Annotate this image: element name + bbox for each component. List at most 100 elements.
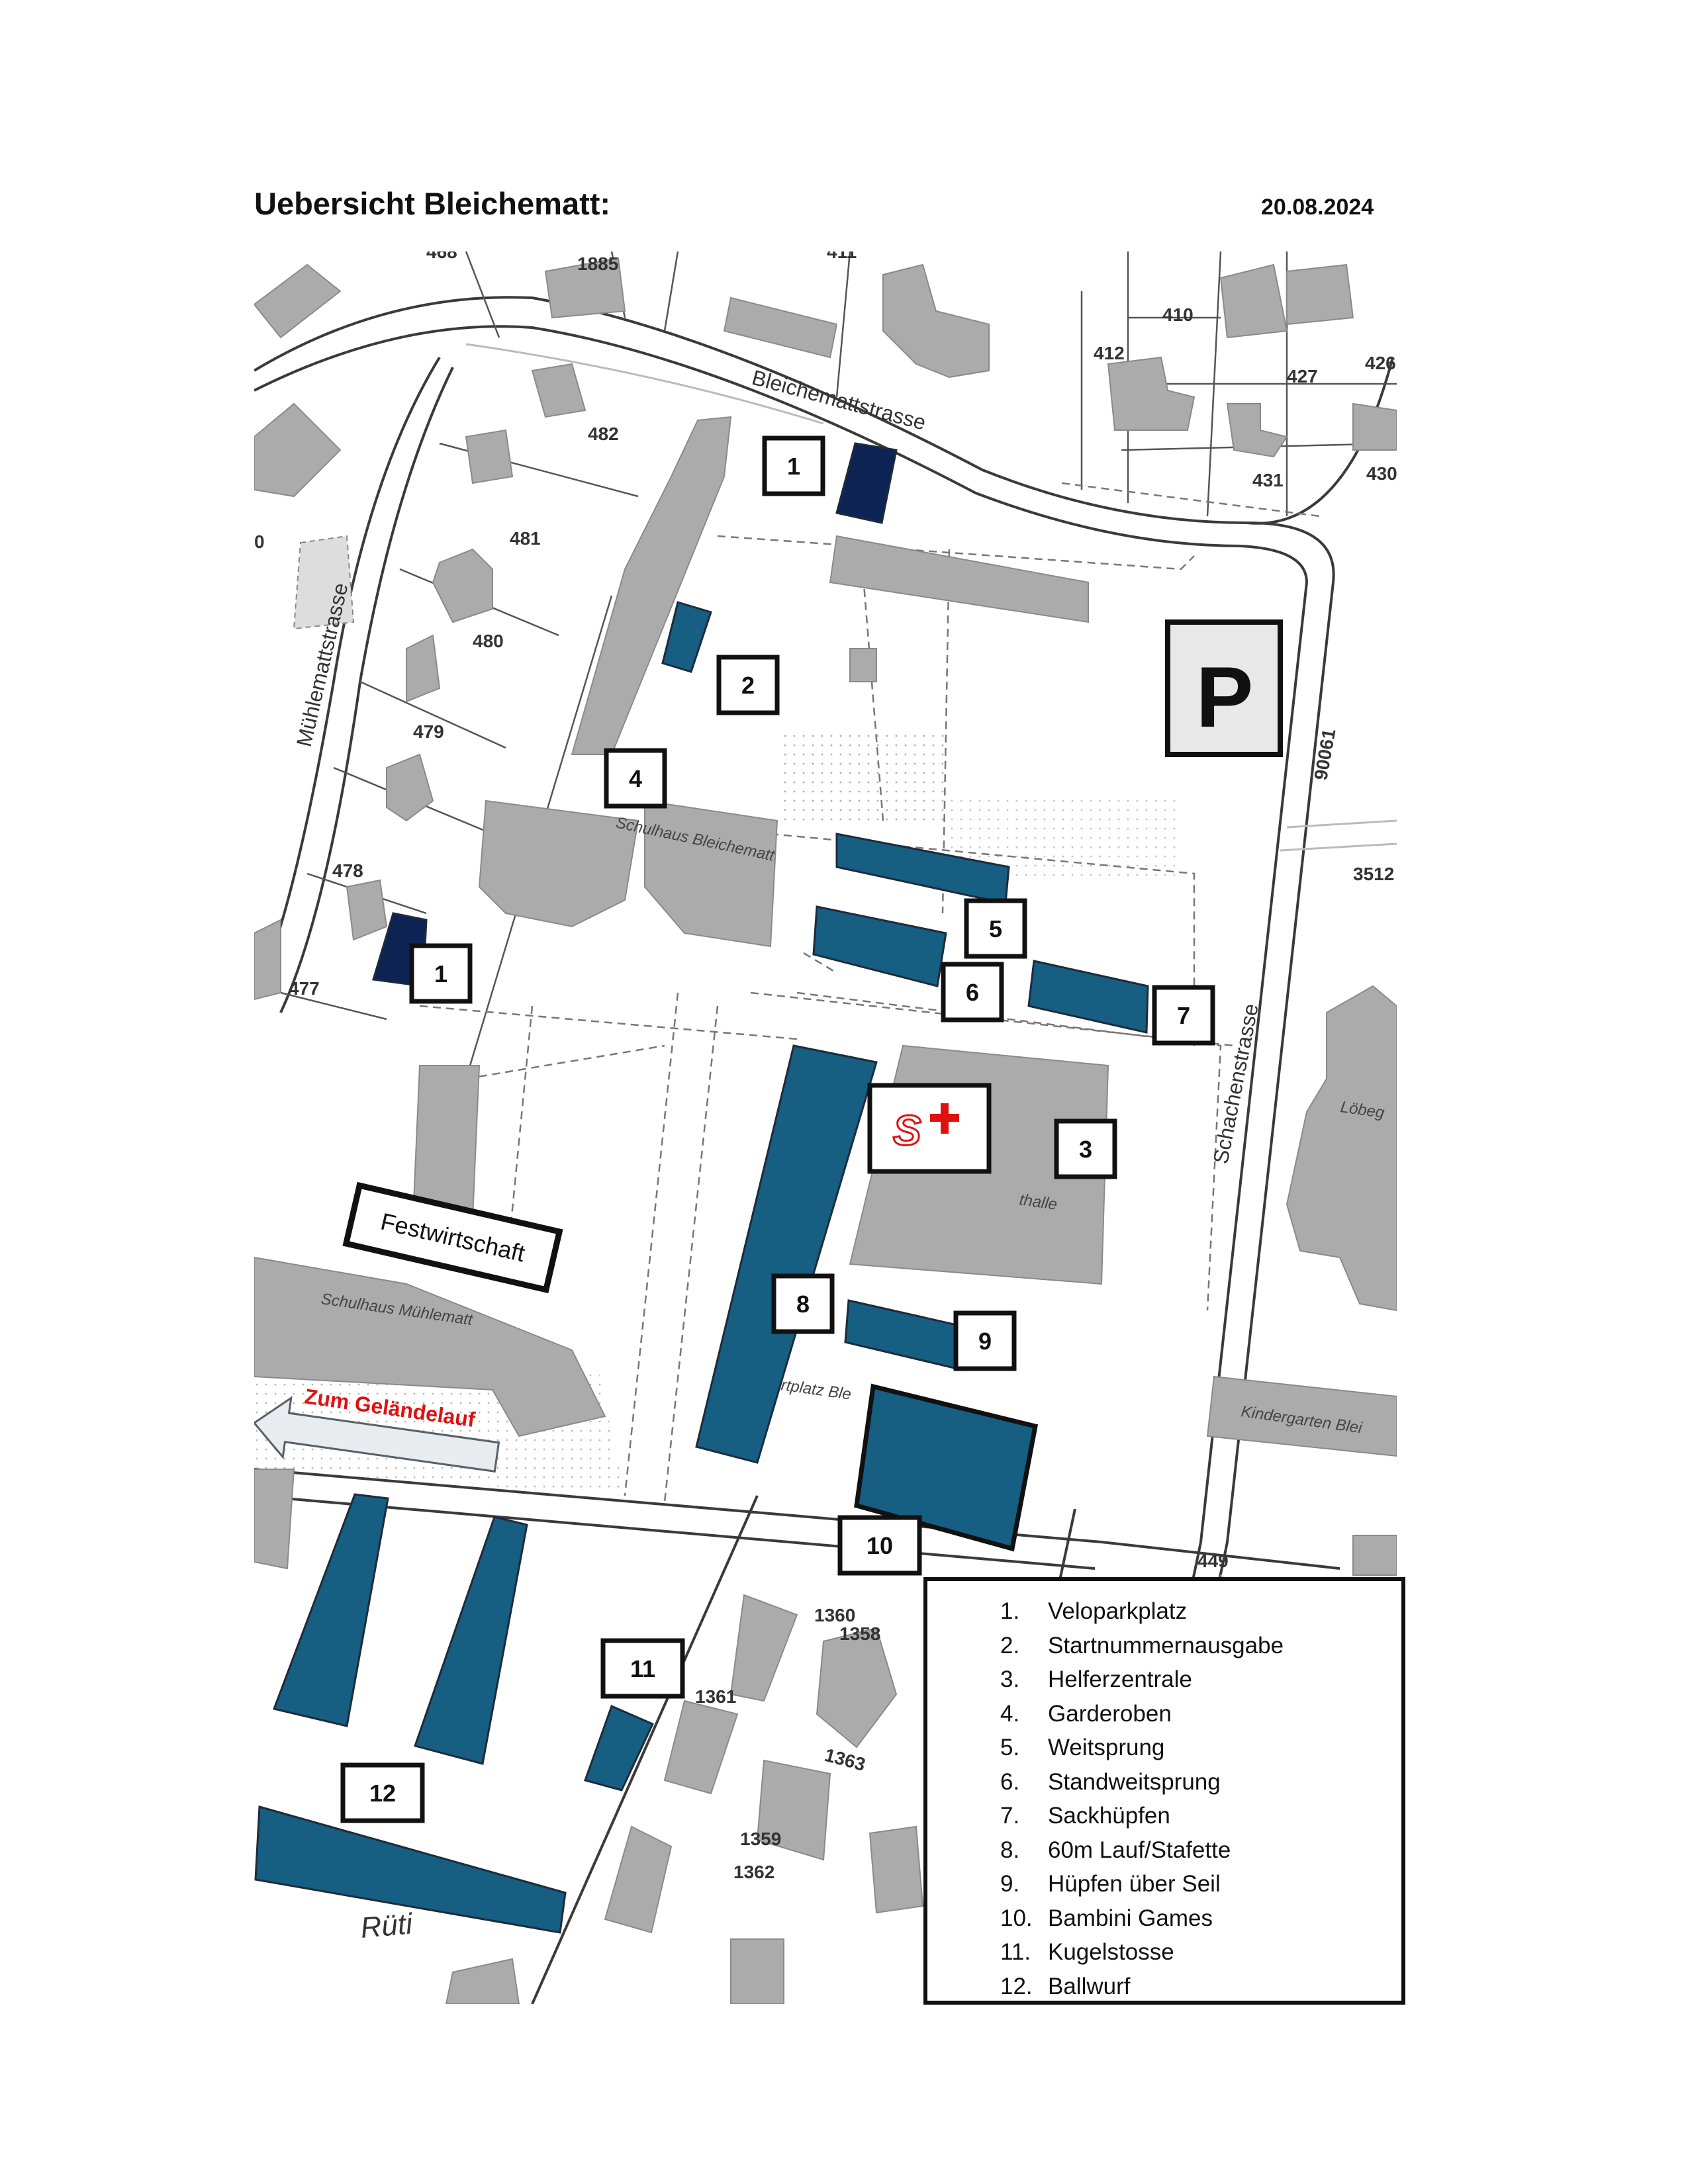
marker-box: [604, 748, 667, 809]
legend-item-label: Veloparkplatz: [1048, 1598, 1188, 1624]
zone-10-bambini-games[interactable]: [854, 1383, 1039, 1552]
legend-item: 1. Veloparkplatz: [1000, 1594, 1401, 1629]
svg-text:1360: 1360: [814, 1605, 855, 1625]
legend-item: 12. Ballwurf: [1000, 1970, 1401, 2004]
legend-item: 9.Hüpfen über Seil: [1000, 1867, 1401, 1901]
svg-text:1361: 1361: [695, 1686, 736, 1707]
legend-item: 8. 60m Lauf/Stafette: [1000, 1833, 1401, 1868]
marker-1[interactable]: 1: [409, 943, 473, 1004]
marker-label: 9: [978, 1328, 992, 1355]
zone-2-startnummernausgabe[interactable]: [661, 601, 712, 673]
festwirtschaft-sign[interactable]: Festwirtschaft: [342, 1181, 563, 1294]
svg-text:468: 468: [426, 251, 457, 262]
marker-box: [837, 1515, 922, 1576]
legend-item-number: 8.: [1000, 1837, 1020, 1863]
legend-item-number: 1.: [1000, 1598, 1020, 1624]
svg-text:482: 482: [588, 424, 619, 444]
svg-text:481: 481: [510, 528, 541, 549]
marker-8[interactable]: 8: [771, 1273, 835, 1334]
marker-label: 7: [1177, 1002, 1190, 1029]
svg-text:412: 412: [1094, 343, 1125, 363]
zone-12-ballwurf-a[interactable]: [272, 1493, 389, 1727]
legend-item-label: Hüpfen über Seil: [1048, 1871, 1221, 1897]
legend-item-label: 60m Lauf/Stafette: [1048, 1837, 1231, 1863]
svg-text:477: 477: [289, 978, 320, 999]
svg-text:410: 410: [1162, 304, 1194, 325]
svg-text:478: 478: [332, 860, 363, 881]
marker-label: 8: [796, 1291, 810, 1318]
marker-label: 5: [989, 915, 1002, 942]
legend-item-label: Bambini Games: [1048, 1905, 1213, 1931]
svg-text:427: 427: [1287, 366, 1318, 387]
legend-item-label: Startnummernausgabe: [1048, 1632, 1284, 1659]
zone-12-ballwurf-c[interactable]: [254, 1805, 567, 1934]
legend-item: 6. Standweitsprung: [1000, 1765, 1401, 1799]
marker-label: 3: [1079, 1136, 1092, 1163]
legend-item: 7. Sackhüpfen: [1000, 1799, 1401, 1833]
parking-label: P: [1196, 649, 1254, 745]
marker-box: [1054, 1118, 1117, 1179]
svg-text:480: 480: [473, 631, 504, 651]
marker-label: 12: [369, 1780, 396, 1807]
legend-item-label: Sackhüpfen: [1048, 1803, 1170, 1829]
zone-11-kugelstosse[interactable]: [584, 1704, 655, 1792]
legend-item-number: 12.: [1000, 1973, 1033, 1999]
marker-12[interactable]: 12: [340, 1762, 425, 1823]
marker-label: 4: [629, 765, 642, 792]
marker-3[interactable]: 3: [1054, 1118, 1117, 1179]
marker-7[interactable]: 7: [1152, 985, 1215, 1046]
marker-box: [771, 1273, 835, 1334]
marker-9[interactable]: 9: [953, 1310, 1017, 1371]
marker-box: [762, 435, 825, 496]
svg-text:431: 431: [1252, 470, 1284, 490]
svg-text:430: 430: [1366, 463, 1397, 484]
marker-4[interactable]: 4: [604, 748, 667, 809]
marker-1[interactable]: 1: [762, 435, 825, 496]
zone-1-veloparkplatz-north[interactable]: [835, 442, 898, 524]
marker-6[interactable]: 6: [941, 962, 1004, 1023]
zone-12-ballwurf-b[interactable]: [414, 1516, 528, 1765]
legend-item: 10. Bambini Games: [1000, 1901, 1401, 1936]
parcel-numbers: 468 1885 411 410 412 427 426 431 430 482…: [254, 251, 1397, 1882]
legend-item-number: 6.: [1000, 1768, 1020, 1795]
street-rueti: Rüti: [359, 1907, 414, 1944]
legend-item-number: 10.: [1000, 1905, 1033, 1931]
legend-item-label: Kugelstosse: [1048, 1939, 1174, 1965]
dotted-area: [784, 728, 949, 827]
marker-label: 11: [630, 1655, 655, 1682]
legend-item-number: 7.: [1000, 1803, 1020, 1829]
legend-item-number: 11.: [1000, 1939, 1031, 1965]
site-map[interactable]: P Bleichemattstrasse Mühlemattstrasse Sc…: [254, 251, 1397, 2004]
legend-item-label: Standweitsprung: [1048, 1768, 1221, 1795]
svg-text:411: 411: [827, 251, 857, 262]
arrow-left-icon: [254, 1396, 500, 1473]
marker-5[interactable]: 5: [964, 898, 1027, 959]
zone-6-standweitsprung[interactable]: [812, 905, 947, 987]
s-logo-icon: S: [893, 1107, 921, 1154]
marker-box: [1152, 985, 1215, 1046]
legend-item-number: 2.: [1000, 1632, 1020, 1659]
marker-label: 1: [787, 453, 800, 480]
parking-area: [1165, 619, 1283, 757]
svg-text:449: 449: [1197, 1551, 1229, 1571]
svg-text:479: 479: [413, 721, 444, 742]
legend-item: 2. Startnummernausgabe: [1000, 1629, 1401, 1663]
zone-7-sackhuepfen[interactable]: [1027, 960, 1149, 1034]
marker-2[interactable]: 2: [716, 655, 780, 715]
marker-10[interactable]: 10: [837, 1515, 922, 1576]
svg-text:3512: 3512: [1353, 864, 1394, 884]
svg-text:1362: 1362: [733, 1862, 774, 1882]
light-area: [293, 535, 355, 630]
samariter-logo: S: [867, 1083, 992, 1174]
zone-8-60m-lauf[interactable]: [695, 1044, 878, 1464]
marker-label: 2: [741, 672, 755, 699]
page-date: 20.08.2024: [1261, 195, 1374, 220]
svg-text:1359: 1359: [740, 1829, 781, 1849]
event-zones[interactable]: [254, 442, 1149, 1934]
legend-item-label: Ballwurf: [1048, 1973, 1131, 1999]
svg-text:1358: 1358: [839, 1623, 880, 1644]
marker-label: 6: [966, 979, 979, 1006]
marker-11[interactable]: 11: [600, 1638, 685, 1699]
